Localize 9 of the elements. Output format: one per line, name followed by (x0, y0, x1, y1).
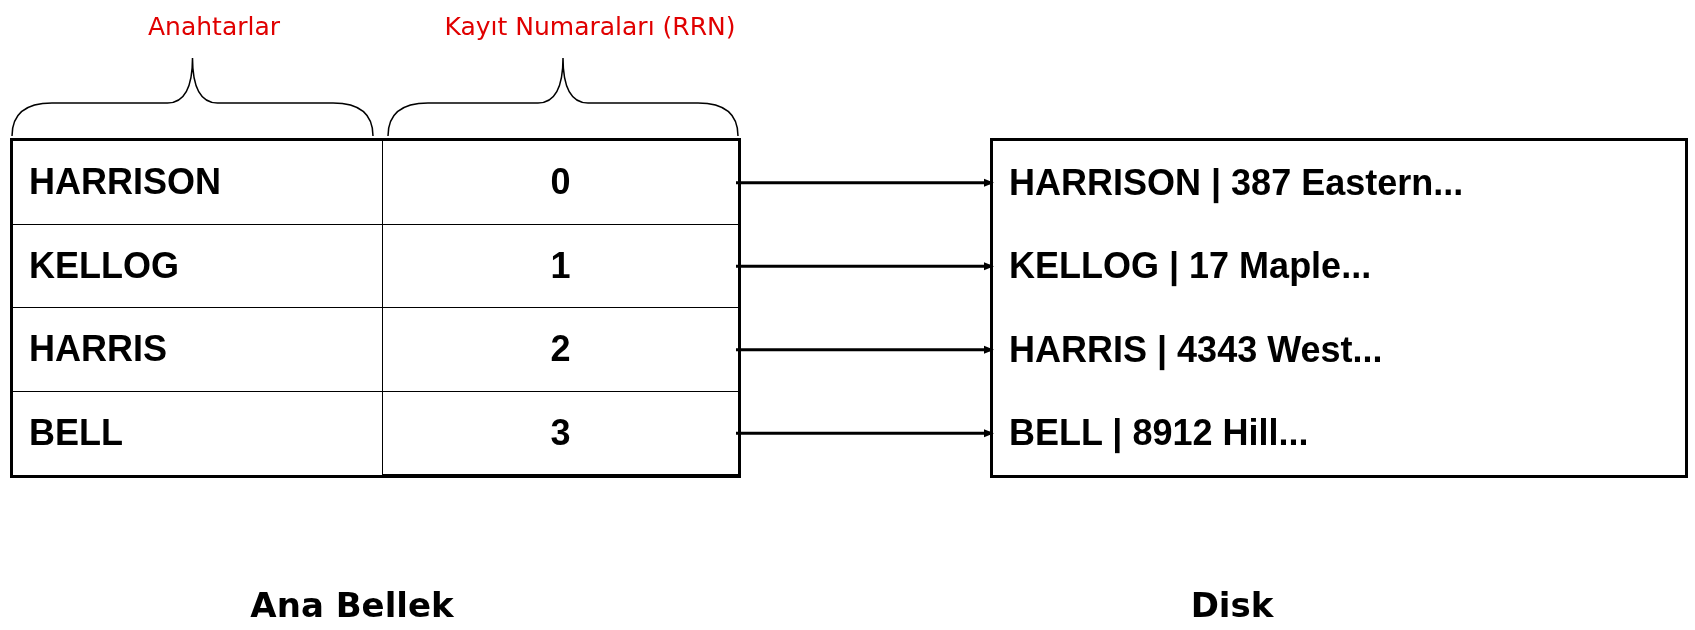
data-file-box (990, 138, 1688, 478)
column-label: Kayıt Numaraları (RRN) (444, 12, 736, 41)
key-cell: HARRISON (13, 141, 383, 225)
column-label: Anahtarlar (147, 12, 281, 41)
node-label: Ana Bellek (250, 585, 454, 625)
key-cell: KELLOG (13, 224, 383, 308)
key-cell: HARRIS (13, 308, 383, 392)
index-table (10, 138, 741, 478)
node-label: Disk (1190, 585, 1274, 625)
